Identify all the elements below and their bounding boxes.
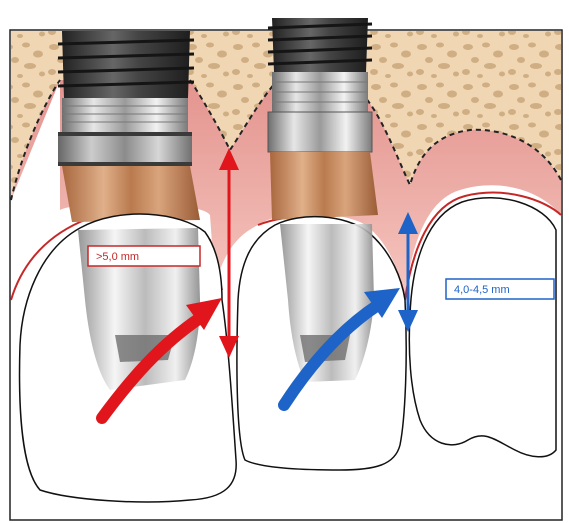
right-measure-text: 4,0-4,5 mm [454, 284, 510, 296]
implant-left-platform-face [58, 136, 192, 162]
left-measure-text: >5,0 mm [96, 251, 139, 263]
implant-left-collar [62, 98, 188, 132]
right-measure-label: 4,0-4,5 mm [446, 279, 554, 299]
left-measure-label: >5,0 mm [88, 246, 200, 266]
implant-right-abutment [270, 152, 378, 220]
natural-tooth [409, 198, 556, 457]
implant-right-platform [268, 112, 372, 152]
